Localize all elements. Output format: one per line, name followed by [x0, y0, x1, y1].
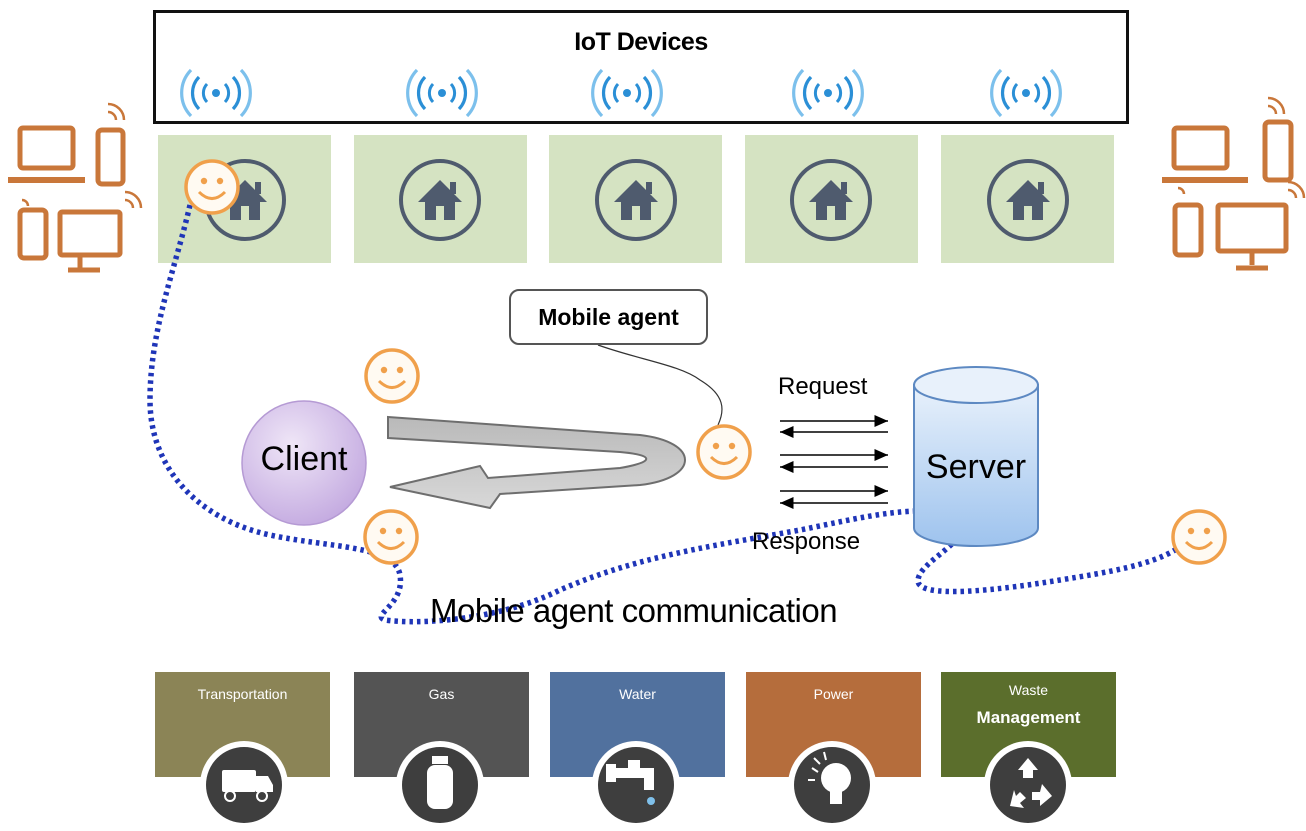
response-label: Response [752, 528, 861, 555]
iot-devices-title: IoT Devices [574, 28, 708, 56]
mobile-agent-communication-label: Mobile agent communication [430, 592, 838, 629]
utility-transportation-label: Transportation [197, 686, 288, 702]
mobile-agent-callout: Mobile agent [509, 289, 708, 345]
home-icon-4 [790, 159, 872, 241]
gas-cylinder-icon [396, 741, 484, 829]
light-bulb-icon [788, 741, 876, 829]
utility-water-label: Water [619, 686, 656, 702]
client-label: Client [260, 440, 348, 478]
recycle-icon [984, 741, 1072, 829]
wifi-icon-5 [990, 68, 1062, 118]
agent-smiley-client-top [364, 348, 420, 404]
callout-pointer [597, 344, 723, 426]
water-tap-icon [592, 741, 680, 829]
devices-right-icon [1162, 96, 1306, 271]
devices-left-icon [8, 102, 143, 273]
utility-waste-label-line1: Waste [1008, 682, 1049, 698]
home-icon-2 [399, 159, 481, 241]
wifi-icon-1 [180, 68, 252, 118]
home-icon-3 [595, 159, 677, 241]
agent-smiley-client-bottom [363, 509, 419, 565]
agent-smiley-right [1171, 509, 1227, 565]
truck-icon [200, 741, 288, 829]
wifi-icon-2 [406, 68, 478, 118]
home-icon-5 [987, 159, 1069, 241]
server-label: Server [925, 448, 1027, 486]
utility-gas-label: Gas [428, 686, 455, 702]
agent-smiley-home [184, 159, 240, 215]
iot-devices-box [153, 10, 1129, 124]
client-node [241, 400, 367, 526]
server-node [913, 366, 1039, 547]
request-label: Request [778, 373, 868, 400]
utility-waste-label-line2: Management [976, 708, 1081, 727]
utility-power-label: Power [813, 686, 854, 702]
agent-flow-arrow [387, 415, 686, 510]
wifi-icon-4 [792, 68, 864, 118]
agent-smiley-center [696, 424, 752, 480]
wifi-icon-3 [591, 68, 663, 118]
